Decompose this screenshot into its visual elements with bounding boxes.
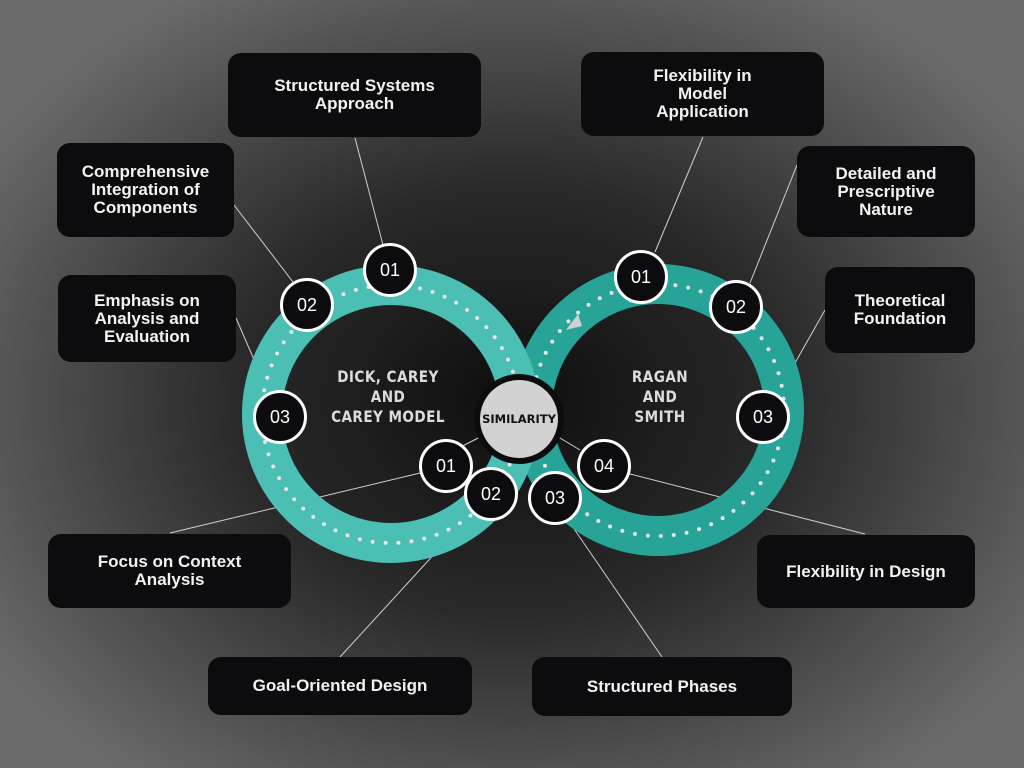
similarity-badge-03: 03 [528, 471, 582, 525]
title-line: AND [370, 387, 406, 406]
label-flexibility-model-application: Flexibility in Model Application [581, 52, 824, 136]
label-comprehensive-integration: Comprehensive Integration of Components [57, 143, 234, 237]
label-text: Comprehensive Integration of Components [81, 162, 210, 217]
right-badge-03: 03 [736, 390, 790, 444]
left-badge-01: 01 [363, 243, 417, 297]
label-text: Emphasis on Analysis and Evaluation [94, 290, 200, 346]
left-badge-02: 02 [280, 278, 334, 332]
label-goal-oriented-design: Goal-Oriented Design [208, 657, 472, 715]
right-model-title: RAGAN AND SMITH [609, 367, 711, 427]
similarity-badge-01: 01 [419, 439, 473, 493]
label-text: Structured Phases [586, 676, 738, 696]
left-model-title: DICK, CAREY AND CAREY MODEL [329, 367, 448, 427]
label-text: Structured Systems Approach [274, 76, 435, 113]
label-theoretical-foundation: Theoretical Foundation [825, 267, 975, 353]
right-badge-02: 02 [709, 280, 763, 334]
label-flexibility-in-design: Flexibility in Design [757, 535, 975, 608]
label-detailed-prescriptive: Detailed and Prescriptive Nature [797, 146, 975, 237]
title-line: SMITH [634, 407, 686, 426]
similarity-badge-04: 04 [577, 439, 631, 493]
title-line: RAGAN [631, 367, 689, 386]
similarity-circle: SIMILARITY [474, 374, 564, 464]
label-structured-systems-approach: Structured Systems Approach [228, 53, 481, 137]
similarity-badge-02: 02 [464, 467, 518, 521]
title-line: DICK, CAREY [337, 367, 439, 386]
label-structured-phases: Structured Phases [532, 657, 792, 716]
label-text: Focus on Context Analysis [97, 552, 242, 589]
arrow-icon [566, 314, 582, 330]
label-text: Theoretical Foundation [853, 291, 947, 328]
label-text: Flexibility in Design [786, 561, 946, 581]
label-text: Goal-Oriented Design [252, 676, 428, 695]
left-badge-03: 03 [253, 390, 307, 444]
label-emphasis-analysis: Emphasis on Analysis and Evaluation [58, 275, 236, 362]
title-line: CAREY MODEL [331, 407, 445, 426]
right-badge-01: 01 [614, 250, 668, 304]
label-text: Flexibility in Model Application [653, 66, 752, 121]
label-text: Detailed and Prescriptive Nature [835, 163, 937, 219]
label-focus-context-analysis: Focus on Context Analysis [48, 534, 291, 608]
title-line: AND [642, 387, 678, 406]
